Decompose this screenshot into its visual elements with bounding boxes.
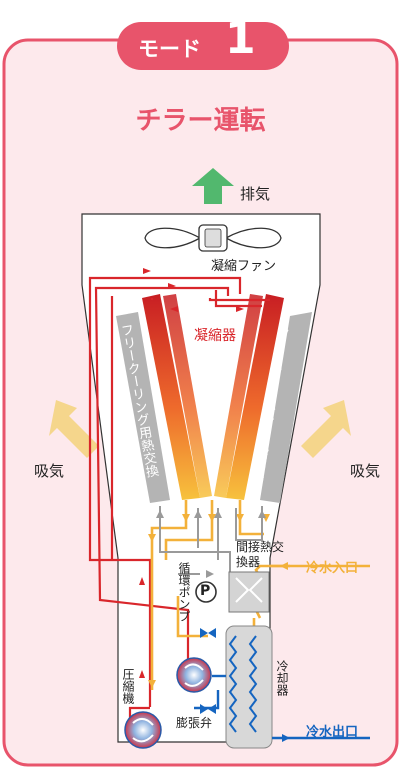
intake-arrow-right bbox=[301, 400, 351, 458]
evaporator-coils bbox=[228, 635, 258, 733]
expansion-valve-upper bbox=[200, 628, 216, 638]
pump-symbol: P bbox=[200, 583, 211, 599]
compressor-label: 圧縮機 bbox=[121, 668, 135, 704]
condenser-coil-left-inner bbox=[163, 294, 212, 498]
evaporator-label: 冷却器 bbox=[275, 660, 289, 696]
chilled-water-inlet-label: 冷水入口 bbox=[306, 561, 359, 576]
condenser-label: 凝縮器 bbox=[194, 328, 236, 344]
intake-label-left: 吸気 bbox=[34, 462, 65, 480]
compressor-lower bbox=[124, 711, 162, 749]
mode-label: モード bbox=[138, 37, 201, 61]
indirect-heat-exchanger bbox=[228, 571, 270, 613]
condenser-fan bbox=[144, 224, 282, 252]
indirect-hx-label: 間接熱交換器 bbox=[236, 540, 285, 569]
circulation-pump bbox=[195, 581, 217, 603]
circulation-pump-label: 循環ポンプ bbox=[177, 562, 191, 622]
expansion-valve-lower bbox=[200, 704, 216, 714]
page-title: チラー運転 bbox=[135, 106, 266, 136]
evaporator bbox=[225, 625, 273, 749]
free-cooling-hx-left bbox=[116, 312, 170, 503]
chilled-water-outlet-label: 冷水出口 bbox=[306, 725, 359, 740]
exhaust-label: 排気 bbox=[240, 185, 271, 203]
condenser-coil-right-outer bbox=[226, 294, 284, 500]
condenser-coil-left-outer bbox=[142, 294, 200, 500]
free-cooling-hx-right bbox=[260, 312, 312, 503]
compressor-upper bbox=[176, 657, 212, 693]
condenser-coil-right-inner bbox=[214, 294, 263, 498]
gray-flow-arrows bbox=[156, 510, 266, 578]
mode-number: 1 bbox=[225, 13, 256, 64]
refrigerant-hot-lines bbox=[88, 276, 270, 720]
hot-flow-arrows bbox=[139, 268, 244, 678]
condenser-fan-label: 凝縮ファン bbox=[211, 259, 277, 274]
mode-badge bbox=[117, 22, 289, 70]
intake-arrow-left bbox=[49, 400, 99, 458]
expansion-valve-label: 膨張弁 bbox=[176, 716, 213, 730]
exhaust-arrow bbox=[192, 168, 234, 204]
intake-label-right: 吸気 bbox=[350, 462, 381, 480]
